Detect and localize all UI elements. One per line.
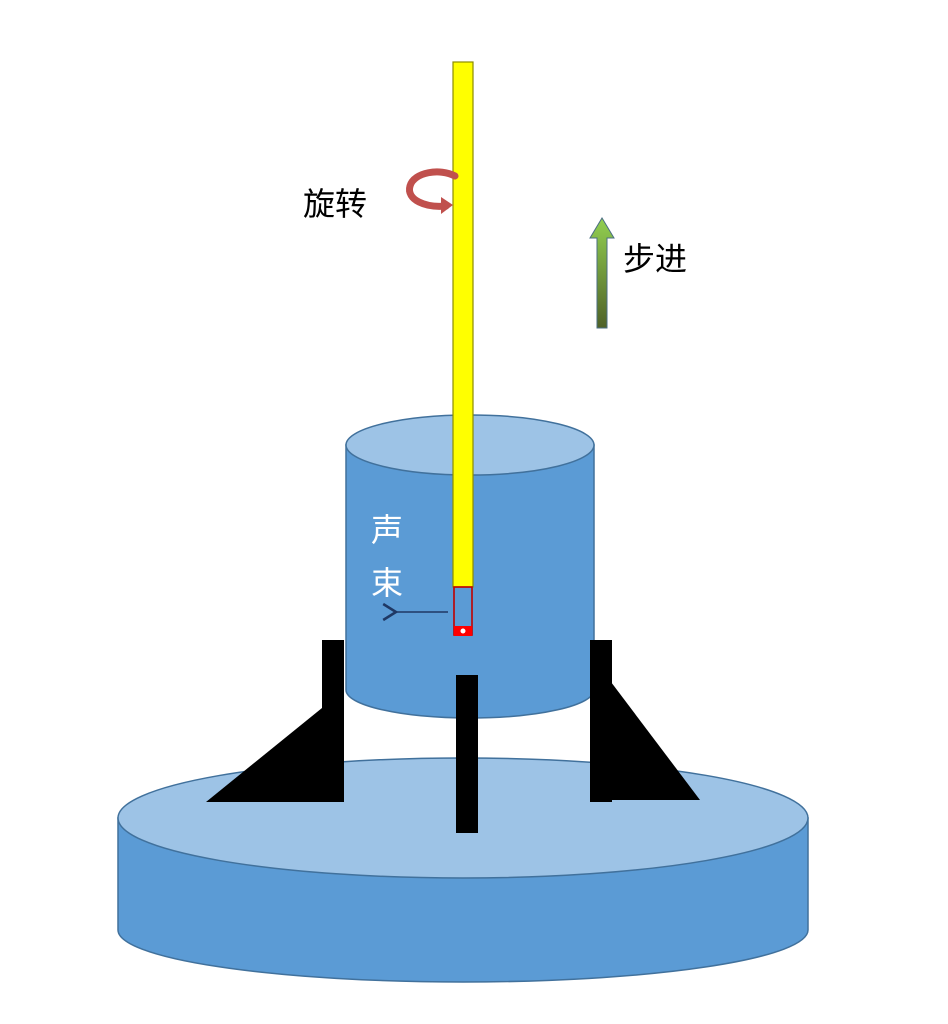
step-label: 步进 xyxy=(623,240,687,278)
left-post xyxy=(322,640,344,802)
circular-arrow-icon xyxy=(406,168,459,214)
beam-label-line1: 声 xyxy=(371,511,403,549)
center-post xyxy=(456,675,478,833)
rotation-label: 旋转 xyxy=(303,185,367,223)
left-brace xyxy=(206,708,322,802)
right-post xyxy=(590,640,612,802)
right-brace xyxy=(611,682,700,800)
up-arrow-icon xyxy=(589,217,615,329)
transducer xyxy=(453,586,473,636)
probe-rod xyxy=(452,61,474,588)
beam-label-line2: 束 xyxy=(371,564,403,602)
